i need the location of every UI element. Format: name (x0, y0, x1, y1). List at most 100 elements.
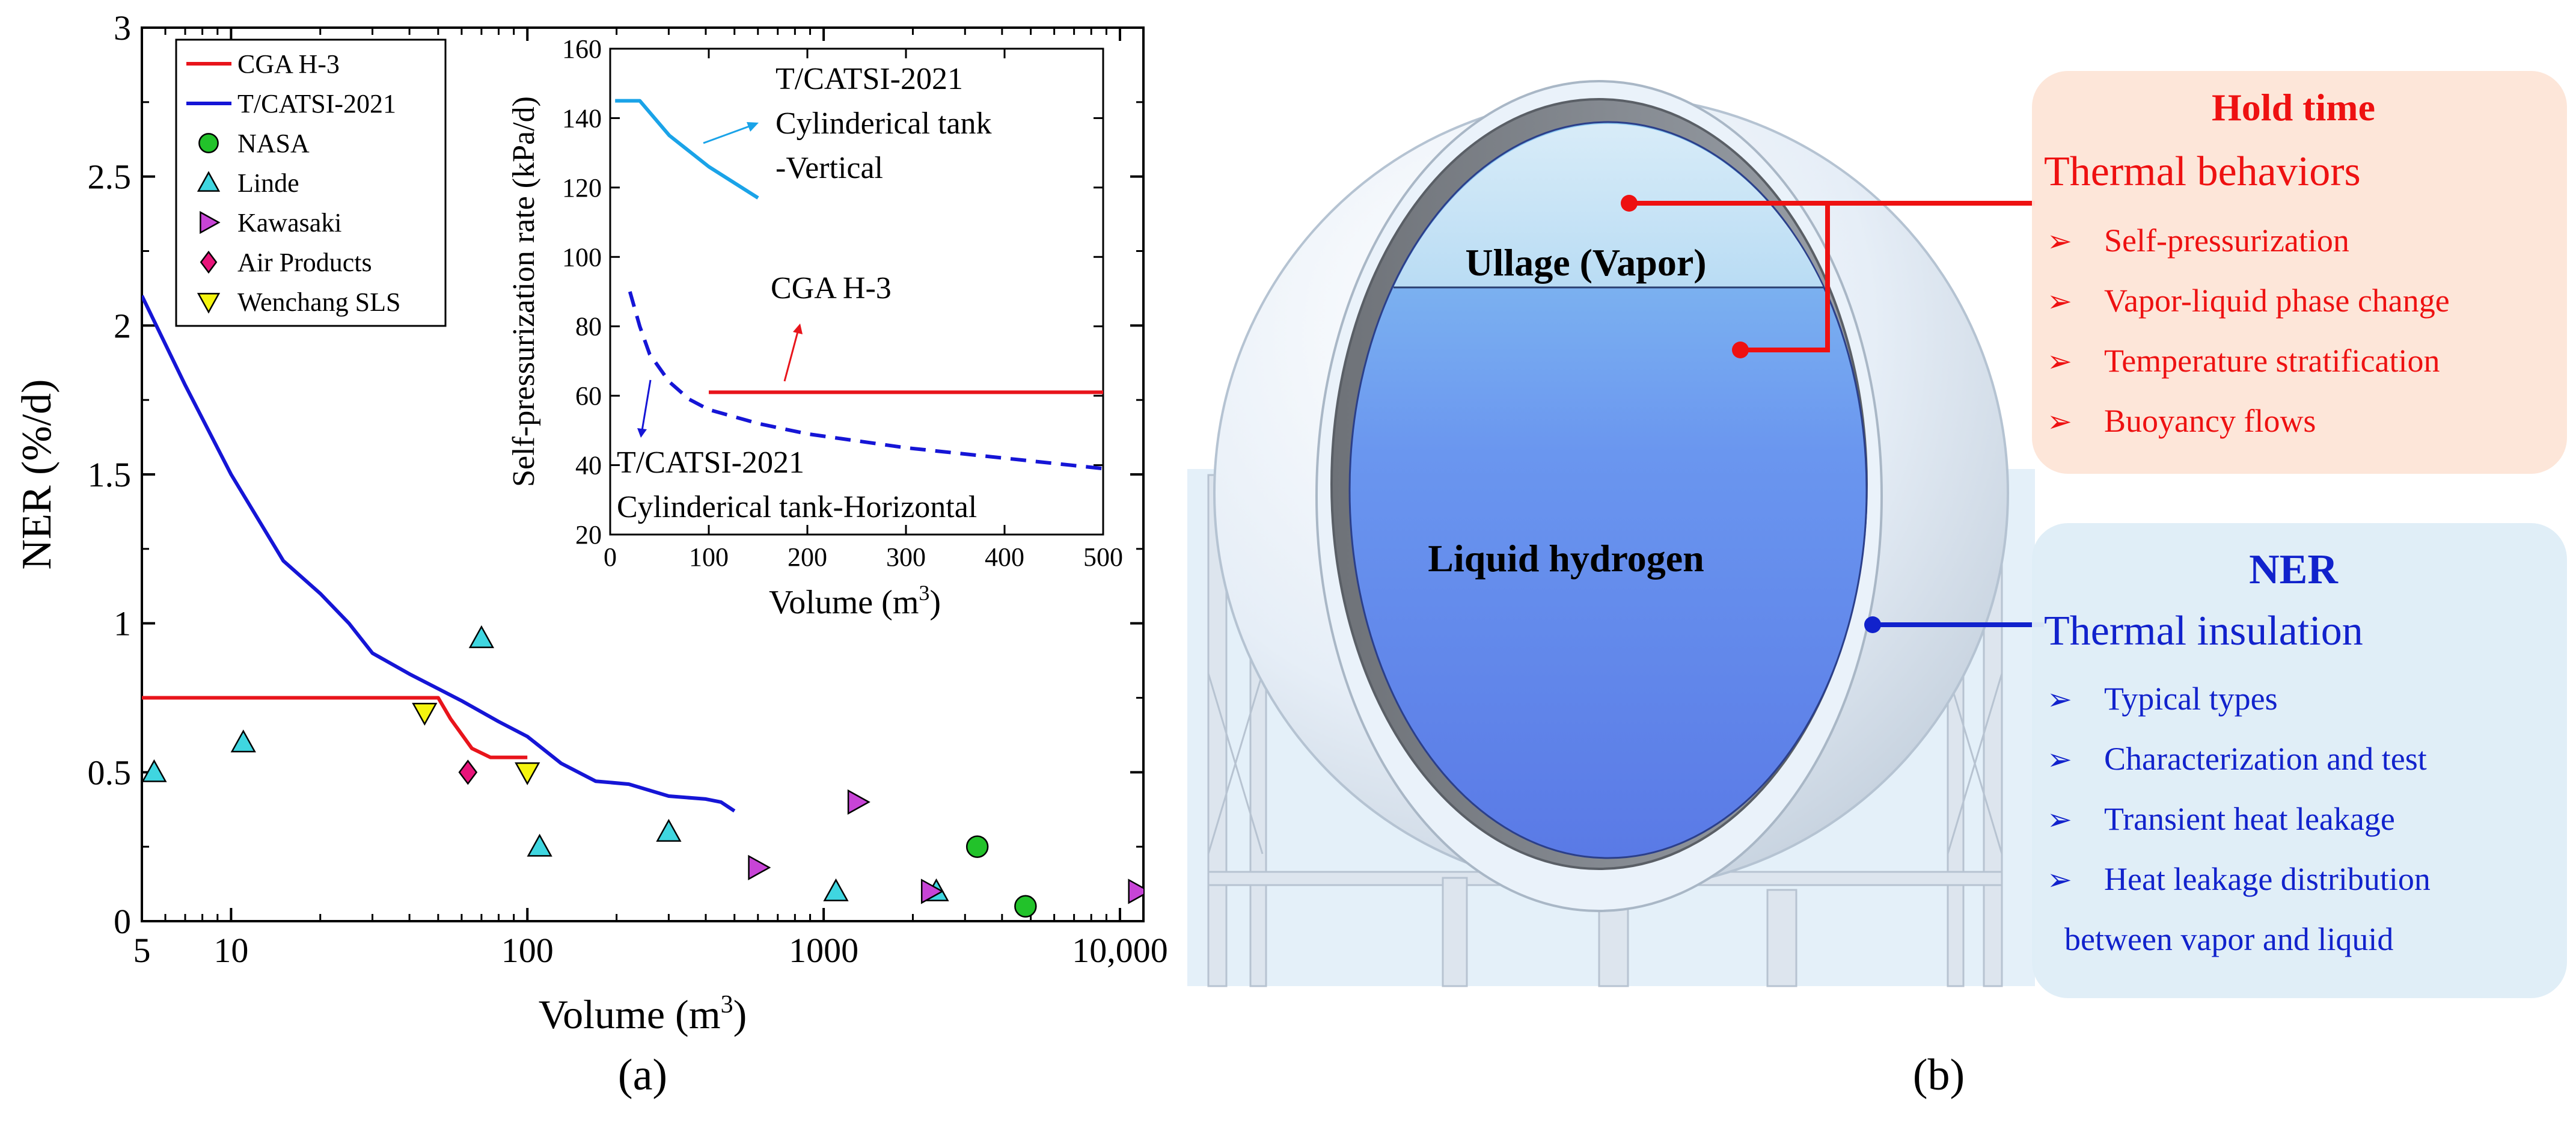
y-tick-label: 0.5 (88, 753, 132, 792)
ullage-region (1394, 124, 1823, 288)
inset-y-tick-label: 120 (562, 173, 602, 203)
legend-swatch-marker (197, 171, 221, 192)
series-line-cga-h-3 (142, 696, 528, 759)
legend-label: Linde (237, 168, 299, 198)
ner_box-item: Typical types (2104, 681, 2278, 717)
inset-x-axis-label-tail: ) (929, 584, 941, 621)
inset-x-axis-label-sup: 3 (919, 581, 929, 605)
hold-time-list: ➢Self-pressurization➢Vapor-liquid phase … (2047, 222, 2450, 439)
hold_time_box-bullet-icon: ➢ (2047, 405, 2072, 438)
data-point-nasa (965, 835, 989, 858)
legend-label: Kawasaki (237, 208, 342, 238)
inset-y-tick-label: 160 (562, 34, 602, 64)
ner-list: ➢ Typical types ➢ Characterization and test… (2047, 681, 2431, 957)
panel-b: Ullage (Vapor) Liquid hydrogen Hold time… (1187, 71, 2567, 1100)
data-point-kawasaki (920, 878, 944, 904)
series-group (142, 295, 1143, 918)
data-point-kawasaki (847, 789, 870, 815)
hold_time_box-item: Vapor-liquid phase change (2104, 283, 2450, 319)
legend-swatch-marker (200, 250, 218, 274)
annotation-vertical: T/CATSI-2021 Cylinderical tank -Vertical (776, 62, 1000, 185)
ner-box-bg (2032, 523, 2567, 998)
ner_box-item: Heat leakage distribution (2104, 861, 2431, 897)
x-tick-label: 5 (133, 931, 151, 970)
y-tick-label: 2 (114, 306, 131, 345)
ner_box-bullet-icon: ➢ (2047, 743, 2072, 776)
legend-box (175, 38, 447, 327)
hold_time_box-bullet-icon: ➢ (2047, 224, 2072, 258)
x-tick-label: 1000 (789, 931, 858, 970)
data-point-linde (142, 759, 167, 782)
y-tick-label: 0 (114, 902, 131, 941)
inset-x-axis-label-main: Volume (m (769, 584, 919, 621)
x-tick-label: 10,000 (1072, 931, 1168, 970)
inset-y-axis-label: Self-pressurization rate (kPa/d) (507, 96, 541, 487)
x-axis-label: Volume (m3) (539, 991, 747, 1037)
panel-a-label: (a) (618, 1050, 667, 1100)
inset-x-tick-label: 200 (788, 542, 827, 572)
ner_box-item: Characterization and test (2104, 741, 2427, 777)
liquid-hydrogen-label: Liquid hydrogen (1428, 537, 1704, 580)
inset-x-tick-label: 100 (689, 542, 729, 572)
ner_box-bullet-icon: ➢ (2047, 803, 2072, 836)
hold_time_box-item: Buoyancy flows (2104, 403, 2316, 439)
data-point-linde (823, 878, 849, 901)
x-tick-label: 100 (501, 931, 554, 970)
legend-label: T/CATSI-2021 (237, 89, 396, 118)
annotation-vertical-line-2: Cylinderical tank (776, 106, 992, 141)
ullage-label: Ullage (Vapor) (1465, 241, 1706, 284)
data-point-kawasaki (748, 854, 771, 880)
hold_time_box-item: Temperature stratification (2104, 343, 2440, 379)
data-point-kawasaki (1128, 878, 1143, 904)
annotation-arrow-cga (783, 323, 803, 382)
ner_box-bullet-icon: ➢ (2047, 682, 2072, 716)
data-point-linde (656, 818, 682, 842)
insulation-marker-dot (1864, 616, 1881, 633)
x-axis-label-main: Volume (m (539, 992, 721, 1037)
annotation-arrow-horizontal (637, 379, 652, 438)
annotation-vertical-line-3: -Vertical (776, 151, 883, 185)
liquid-hydrogen-region (1348, 121, 1868, 859)
inset-frame (609, 48, 1104, 536)
hold-time-box-bg (2032, 71, 2567, 474)
inset-y-tick-label: 100 (562, 242, 602, 272)
ner-title: NER (2249, 547, 2339, 593)
legend-label: Air Products (237, 248, 372, 277)
annotation-horizontal: T/CATSI-2021 Cylinderical tank-Horizonta… (617, 446, 977, 524)
inset-y-tick-label: 20 (575, 520, 602, 550)
inset-series-group (615, 99, 1103, 471)
y-tick-label: 3 (114, 8, 131, 48)
x-tick-label: 10 (213, 931, 248, 970)
inset-y-tick-label: 140 (562, 103, 602, 133)
legend-swatch-marker (200, 210, 221, 235)
data-point-linde (468, 625, 495, 648)
hold-time-connector (1629, 201, 2035, 352)
data-point-air-products (458, 759, 478, 785)
annotation-horizontal-line-2: Cylinderical tank-Horizontal (617, 490, 977, 524)
vapor-marker-dot (1621, 195, 1638, 212)
y-tick-label: 2.5 (88, 158, 132, 197)
x-axis-label-sup: 3 (721, 991, 733, 1019)
ner_box-item: Transient heat leakage (2104, 801, 2395, 837)
ner_box-item: between vapor and liquid (2064, 921, 2393, 957)
ner-subtitle: Thermal insulation (2044, 608, 2363, 654)
inset-x-axis-label: Volume (m3) (769, 581, 941, 621)
inset-x-tick-label: 0 (604, 542, 617, 572)
y-axis-label: NER (%/d) (14, 379, 60, 570)
y-tick-label: 1.5 (88, 455, 132, 494)
annotation-arrow-vertical (703, 122, 759, 144)
ner-box: NER Thermal insulation ➢ Typical types ➢ Ch… (2032, 523, 2567, 998)
inset-series-line-0 (615, 99, 759, 200)
data-point-wenchang-sls (412, 702, 438, 726)
legend: CGA H-3T/CATSI-2021NASALindeKawasakiAir … (175, 38, 447, 327)
hold_time_box-bullet-icon: ➢ (2047, 284, 2072, 318)
inset-y-tick-label: 60 (575, 381, 602, 411)
legend-label: CGA H-3 (237, 49, 340, 79)
legend-swatch-marker (197, 293, 221, 314)
data-point-nasa (1014, 895, 1037, 918)
annotation-horizontal-line-1: T/CATSI-2021 (617, 446, 804, 480)
